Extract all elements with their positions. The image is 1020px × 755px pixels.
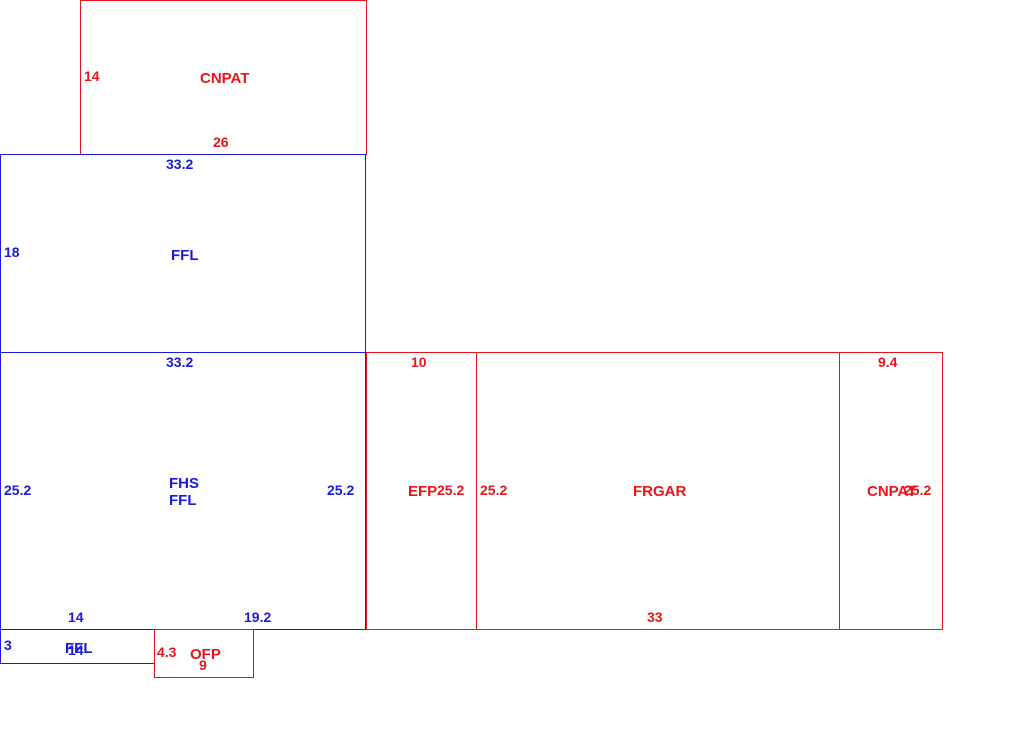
cnpat-right-label: CNPAT (867, 483, 917, 500)
ofp-room (154, 629, 254, 678)
ffl-lower-top-dim: 33.2 (166, 354, 194, 370)
ffl-upper-top-dim: 33.2 (166, 156, 194, 172)
ffl-small-side-dim: 3 (4, 637, 12, 653)
ofp-side-dim: 4.3 (157, 644, 177, 660)
ffl-lower-left-dim: 25.2 (4, 482, 32, 498)
ffl-upper-label: FFL (171, 247, 199, 264)
ffl-lower-label: FFL (169, 492, 197, 509)
cnpat-right-top-dim: 9.4 (878, 354, 898, 370)
ffl-lower-right-dim: 25.2 (327, 482, 355, 498)
ofp-label: OFP (190, 646, 221, 663)
cnpat-top-side-dim: 14 (84, 68, 100, 84)
frgar-left-dim: 25.2 (480, 482, 508, 498)
ffl-lower-bottom-dim-a: 14 (68, 609, 84, 625)
cnpat-top-bottom-dim: 26 (213, 134, 229, 150)
efp-right-dim: 25.2 (437, 482, 465, 498)
efp-label: EFP (408, 483, 438, 500)
efp-top-dim: 10 (411, 354, 427, 370)
ffl-small-label: FFL (65, 640, 93, 657)
cnpat-top-label: CNPAT (200, 70, 250, 87)
fhs-label: FHS (169, 475, 199, 492)
cnpat-right-room (839, 352, 943, 630)
ffl-upper-side-dim: 18 (4, 244, 20, 260)
cnpat-right-right-dim: 25.2 (904, 482, 932, 498)
ofp-bottom-dim: 9 (199, 657, 207, 673)
ffl-lower-bottom-dim-b: 19.2 (244, 609, 272, 625)
frgar-label: FRGAR (633, 483, 687, 500)
frgar-bottom-dim: 33 (647, 609, 663, 625)
ffl-small-bottom-dim: 14 (68, 642, 84, 658)
